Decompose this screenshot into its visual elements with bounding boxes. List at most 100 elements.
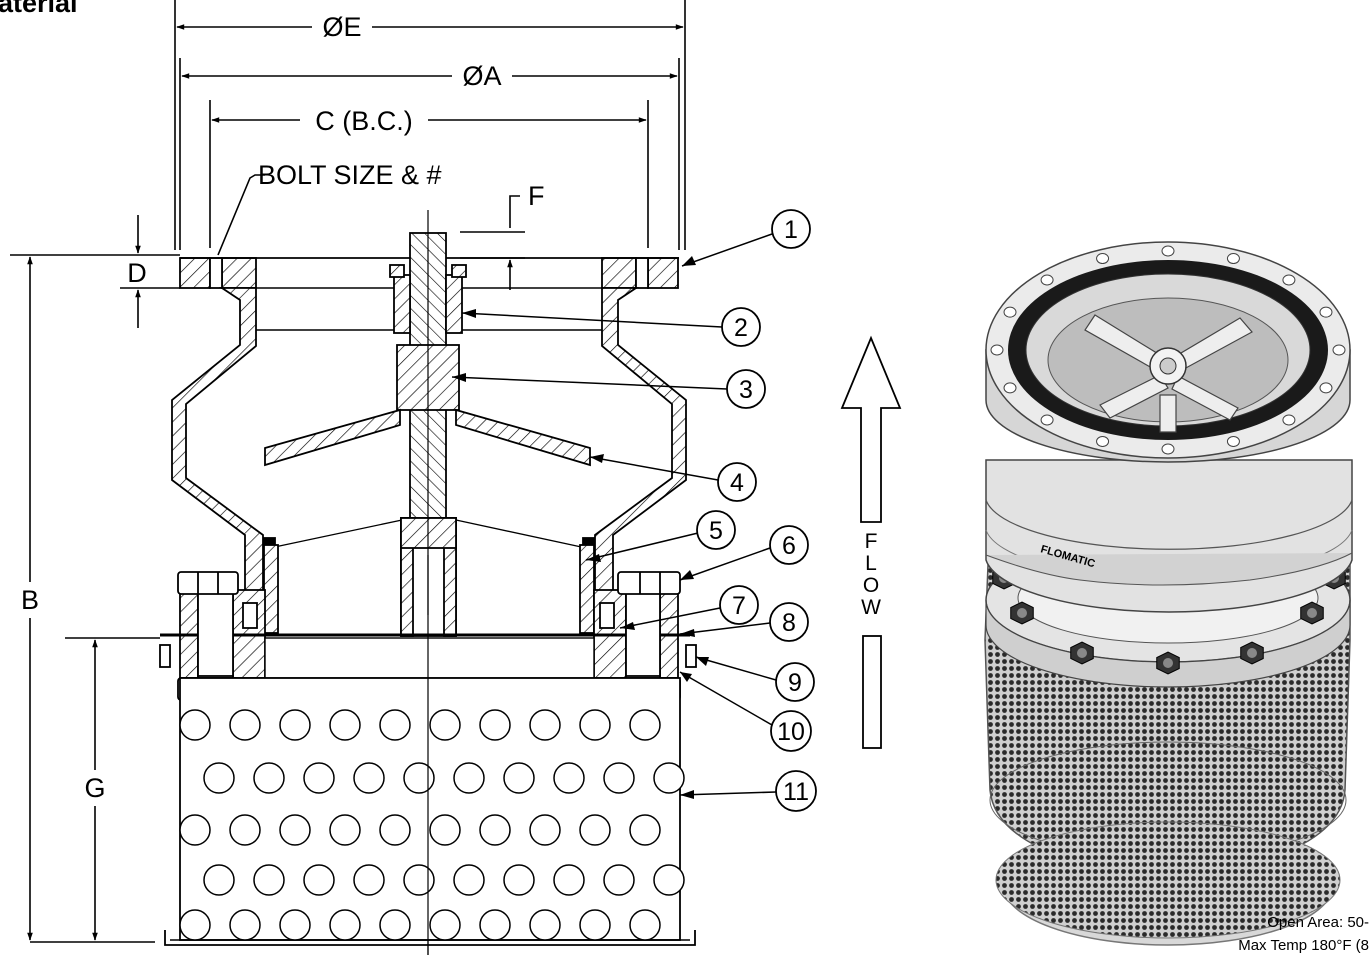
perforation-hole [503, 864, 535, 896]
perforation-hole [553, 864, 585, 896]
flange-bolt-hole [1332, 344, 1346, 356]
perforation-hole [329, 909, 361, 941]
perforation-hole [203, 762, 235, 794]
dim-label-e: ØE [322, 12, 361, 42]
perforation-hole [653, 762, 685, 794]
perforation-hole [529, 909, 561, 941]
perforation-hole [503, 762, 535, 794]
callout-6: 6 [769, 525, 809, 565]
dim-label-d: D [127, 258, 147, 288]
svg-text:8: 8 [782, 609, 796, 637]
perforation-hole [529, 709, 561, 741]
perforation-hole [479, 814, 511, 846]
callout-1: 1 [771, 209, 811, 249]
svg-text:4: 4 [730, 469, 744, 497]
flange-nut [1300, 601, 1324, 625]
leader-arrows [452, 256, 709, 799]
flange-nut [1010, 601, 1034, 625]
flange-nut [1156, 651, 1180, 675]
svg-text:3: 3 [739, 376, 753, 404]
perforation-hole [179, 909, 211, 941]
leader-lines [451, 233, 777, 796]
callout-2: 2 [721, 307, 761, 347]
perforation-hole [403, 762, 435, 794]
perforation-hole [553, 762, 585, 794]
flange-bolt-hole [1226, 435, 1240, 447]
svg-text:9: 9 [788, 669, 802, 697]
callouts: 1 2 3 4 5 6 7 8 9 10 11 [696, 209, 817, 812]
callout-7: 7 [719, 585, 759, 625]
callout-10: 10 [770, 710, 812, 752]
callout-9: 9 [775, 662, 815, 702]
svg-text:2: 2 [734, 314, 748, 342]
perforation-hole [603, 864, 635, 896]
svg-text:5: 5 [709, 517, 723, 545]
svg-text:1: 1 [784, 216, 798, 244]
perforation-hole [629, 909, 661, 941]
perforation-hole [329, 709, 361, 741]
perforation-hole [229, 814, 261, 846]
perforation-hole [453, 762, 485, 794]
perforation-hole [253, 762, 285, 794]
dim-label-bolt: BOLT SIZE & # [258, 160, 442, 190]
perforation-hole [279, 814, 311, 846]
perforation-hole [229, 909, 261, 941]
flange-nut [1070, 641, 1094, 665]
flange-bolt-hole [1282, 414, 1296, 426]
flow-letter-3: O [863, 574, 879, 597]
perforation-hole [429, 814, 461, 846]
flange-bolt-hole [1040, 414, 1054, 426]
strainer-basket [164, 677, 696, 955]
perforation-hole [253, 864, 285, 896]
perforation-hole [429, 709, 461, 741]
perforation-hole [229, 709, 261, 741]
callout-11: 11 [775, 770, 817, 812]
flange-bolt-hole [1226, 253, 1240, 265]
note-open-area: Open Area: 50- [1267, 914, 1369, 931]
perforation-hole [353, 762, 385, 794]
perforation-hole [629, 814, 661, 846]
perforation-hole [579, 909, 611, 941]
dim-label-f: F [528, 181, 545, 211]
callout-3: 3 [726, 369, 766, 409]
perforation-hole [379, 709, 411, 741]
flange-bolt-hole [1161, 245, 1175, 257]
flange-bolt-hole [1003, 382, 1017, 394]
callout-4: 4 [717, 462, 757, 502]
note-max-temp: Max Temp 180°F (8 [1238, 937, 1369, 954]
perforation-hole [379, 909, 411, 941]
product-photo: FLOMATIC [984, 241, 1353, 946]
svg-text:6: 6 [782, 532, 796, 560]
dimension-lines [27, 24, 684, 941]
perforation-hole [179, 814, 211, 846]
flange-bolt-hole [1282, 274, 1296, 286]
callout-8: 8 [769, 602, 809, 642]
dim-label-a: ØA [462, 61, 501, 91]
perforation-hole [603, 762, 635, 794]
perforation-hole [379, 814, 411, 846]
perforation-hole [653, 864, 685, 896]
flange-bolt-hole [1161, 443, 1175, 455]
svg-text:7: 7 [732, 592, 746, 620]
flange-bolt-hole [990, 344, 1004, 356]
flange-bolt-hole [1319, 306, 1333, 318]
page-title: aterial [0, 0, 78, 18]
flange-bolt-hole [1003, 306, 1017, 318]
flange-bolt-hole [1319, 382, 1333, 394]
perforation-hole [629, 709, 661, 741]
flow-letter-2: L [865, 552, 877, 575]
perforation-hole [203, 864, 235, 896]
flow-letter-1: F [865, 530, 878, 553]
perforation-hole [279, 709, 311, 741]
flange-bolt-hole [1096, 253, 1110, 265]
perforation-hole [329, 814, 361, 846]
flange-nut [1240, 641, 1264, 665]
perforation-hole [303, 864, 335, 896]
label-masks [16, 582, 110, 806]
flange-bolt-hole [1040, 274, 1054, 286]
svg-text:11: 11 [783, 778, 809, 806]
perforation-hole [479, 709, 511, 741]
perforation-hole [403, 864, 435, 896]
perforation-hole [529, 814, 561, 846]
